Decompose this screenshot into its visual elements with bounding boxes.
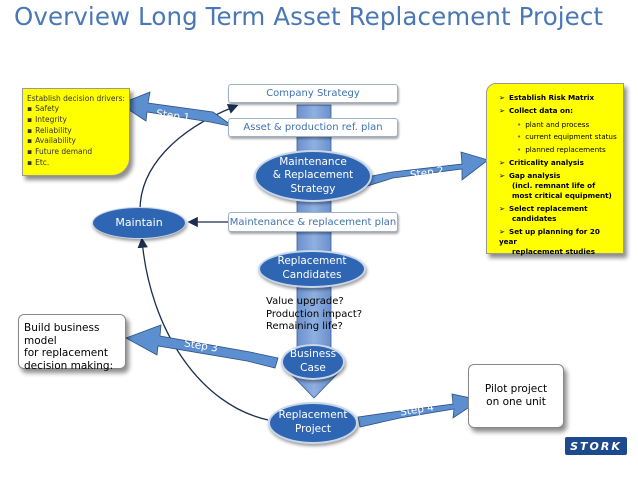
list-item: (incl. remnant life of (512, 181, 596, 191)
step4-arrow (357, 393, 482, 428)
list-item: replacement studies (512, 246, 596, 256)
drivers-heading: Establish decision drivers: (27, 94, 125, 103)
list-item: Safety (27, 104, 129, 115)
decision-questions: Value upgrade? Production impact? Remain… (266, 296, 363, 332)
maintain-curve-down (137, 237, 269, 421)
maintain-oval: Maintain (92, 207, 186, 239)
list-item: current equipment status (499, 132, 617, 142)
list-item: Availability (27, 136, 129, 147)
business-model-box: Build business model for replacement dec… (18, 314, 126, 372)
list-item: Collect data on: (499, 106, 617, 116)
company-strategy-box: Company Strategy (228, 84, 398, 103)
stork-logo: STORK (565, 437, 627, 455)
decision-drivers-box: Establish decision drivers: Safety Integ… (22, 88, 130, 176)
asset-production-plan-box: Asset & production ref. plan (228, 118, 398, 137)
list-item: Future demand (27, 147, 129, 158)
list-item: Set up planning for 20 year (499, 227, 617, 247)
list-item: candidates (512, 213, 557, 223)
risk-analysis-box: Establish Risk Matrix Collect data on: p… (486, 83, 624, 257)
list-item: Etc. (27, 158, 129, 169)
pilot-project-box: Pilot project on one unit (468, 364, 564, 428)
step3-arrow (125, 324, 279, 369)
step2-arrow (356, 151, 489, 190)
list-item: Select replacement (499, 204, 617, 214)
list-item: planned replacements (499, 145, 617, 155)
risk-list: Establish Risk Matrix Collect data on: p… (499, 93, 617, 257)
maintenance-replacement-plan-box: Maintenance & replacement plan (228, 212, 398, 232)
list-item: Gap analysis (499, 171, 617, 181)
list-item: plant and process (499, 120, 617, 130)
list-item: Integrity (27, 115, 129, 126)
drivers-list: Safety Integrity Reliability Availabilit… (27, 104, 129, 169)
list-item: most critical equipment) (512, 190, 612, 200)
list-item: Reliability (27, 126, 129, 137)
list-item: Establish Risk Matrix (499, 93, 617, 103)
page-title: Overview Long Term Asset Replacement Pro… (14, 2, 604, 31)
list-item: Criticality analysis (499, 158, 617, 168)
